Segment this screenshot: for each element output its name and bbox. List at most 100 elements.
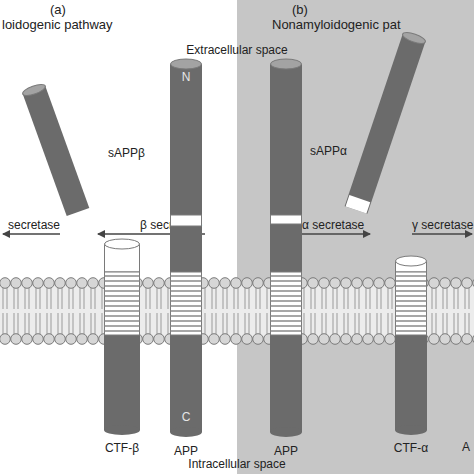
lipid-tail — [355, 288, 356, 309]
lipid-head — [154, 278, 165, 289]
lipid-tail — [157, 313, 158, 334]
lipid-tail — [223, 288, 224, 309]
protein-end — [170, 427, 202, 437]
lipid-head — [352, 278, 363, 289]
domain-stripe — [105, 325, 140, 327]
lipid-head — [242, 334, 253, 345]
lipid-head — [11, 334, 22, 345]
domain-stripe — [105, 300, 140, 302]
lipid-tail — [212, 288, 213, 309]
lipid-tail — [161, 313, 162, 334]
lipid-tail — [150, 288, 151, 309]
lipid-tail — [315, 288, 316, 309]
domain-stripe — [171, 315, 202, 317]
lipid-tail — [333, 313, 334, 334]
domain-stripe — [271, 330, 302, 332]
lipid-tail — [381, 313, 382, 334]
lipid-tail — [454, 313, 455, 334]
lipid-tail — [227, 288, 228, 309]
lipid-head — [341, 334, 352, 345]
lipid-tail — [436, 288, 437, 309]
lipid-tail — [267, 313, 268, 334]
protein-label: sAPPα — [310, 144, 360, 158]
domain-stripe — [396, 305, 427, 307]
protein-cap — [21, 82, 46, 98]
protein-end — [270, 427, 302, 437]
lipid-head — [330, 334, 341, 345]
domain-stripe — [171, 290, 202, 292]
lipid-head — [66, 278, 77, 289]
protein-shape — [330, 28, 440, 223]
protein-body — [395, 261, 427, 430]
lipid-head — [44, 278, 55, 289]
domain-stripe — [171, 325, 202, 327]
domain-stripe — [171, 330, 202, 332]
protein-body — [356, 38, 414, 210]
domain-stripe — [271, 300, 302, 302]
lipid-tail — [150, 313, 151, 334]
lipid-tail — [40, 313, 41, 334]
lipid-tail — [161, 288, 162, 309]
lipid-tail — [36, 313, 37, 334]
lipid-tail — [245, 313, 246, 334]
lipid-tail — [260, 313, 261, 334]
domain-stripe — [271, 285, 302, 287]
lipid-tail — [388, 288, 389, 309]
lipid-tail — [80, 288, 81, 309]
lipid-head — [429, 278, 440, 289]
lipid-tail — [355, 313, 356, 334]
domain-stripe — [396, 315, 427, 317]
lipid-tail — [69, 313, 70, 334]
lipid-head — [242, 278, 253, 289]
domain-stripe — [271, 310, 302, 312]
domain-stripe — [271, 320, 302, 322]
lipid-head — [55, 278, 66, 289]
lipid-tail — [102, 313, 103, 334]
lipid-head — [363, 278, 374, 289]
domain-stripe — [105, 280, 140, 282]
figure-label: γ secretase — [412, 218, 473, 232]
lipid-tail — [454, 288, 455, 309]
lipid-tail — [465, 288, 466, 309]
protein-fragment: APP — [270, 58, 302, 438]
lipid-tail — [234, 288, 235, 309]
lipid-tail — [3, 313, 4, 334]
domain-stripe — [271, 290, 302, 292]
lipid-tail — [370, 313, 371, 334]
lipid-tail — [344, 288, 345, 309]
lipid-head — [88, 278, 99, 289]
lipid-tail — [168, 288, 169, 309]
lipid-head — [330, 278, 341, 289]
protein-shape — [12, 84, 98, 218]
lipid-tail — [223, 313, 224, 334]
cleavage-arrow — [3, 233, 60, 235]
cleavage-region — [271, 215, 302, 224]
lipid-head — [11, 278, 22, 289]
lipid-head — [22, 278, 33, 289]
lipid-tail — [311, 288, 312, 309]
protein-end — [104, 425, 140, 435]
protein-fragment: sAPPβ — [12, 84, 98, 218]
lipid-tail — [348, 313, 349, 334]
lipid-tail — [227, 313, 228, 334]
lipid-tail — [58, 288, 59, 309]
lipid-head — [66, 334, 77, 345]
domain-stripe — [171, 285, 202, 287]
lipid-head — [363, 334, 374, 345]
protein-shape — [270, 58, 302, 438]
lipid-tail — [102, 288, 103, 309]
transmembrane-domain — [171, 272, 202, 335]
lipid-tail — [333, 288, 334, 309]
lipid-head — [462, 334, 473, 345]
protein-label: CTF-α — [371, 441, 451, 455]
domain-stripe — [105, 310, 140, 312]
figure-label: Extracellular space — [167, 43, 307, 57]
domain-stripe — [271, 280, 302, 282]
lipid-tail — [249, 288, 250, 309]
lipid-tail — [73, 288, 74, 309]
panel-b-background — [237, 0, 474, 474]
lipid-tail — [447, 313, 448, 334]
lipid-tail — [25, 288, 26, 309]
lipid-head — [231, 334, 242, 345]
domain-stripe — [105, 315, 140, 317]
